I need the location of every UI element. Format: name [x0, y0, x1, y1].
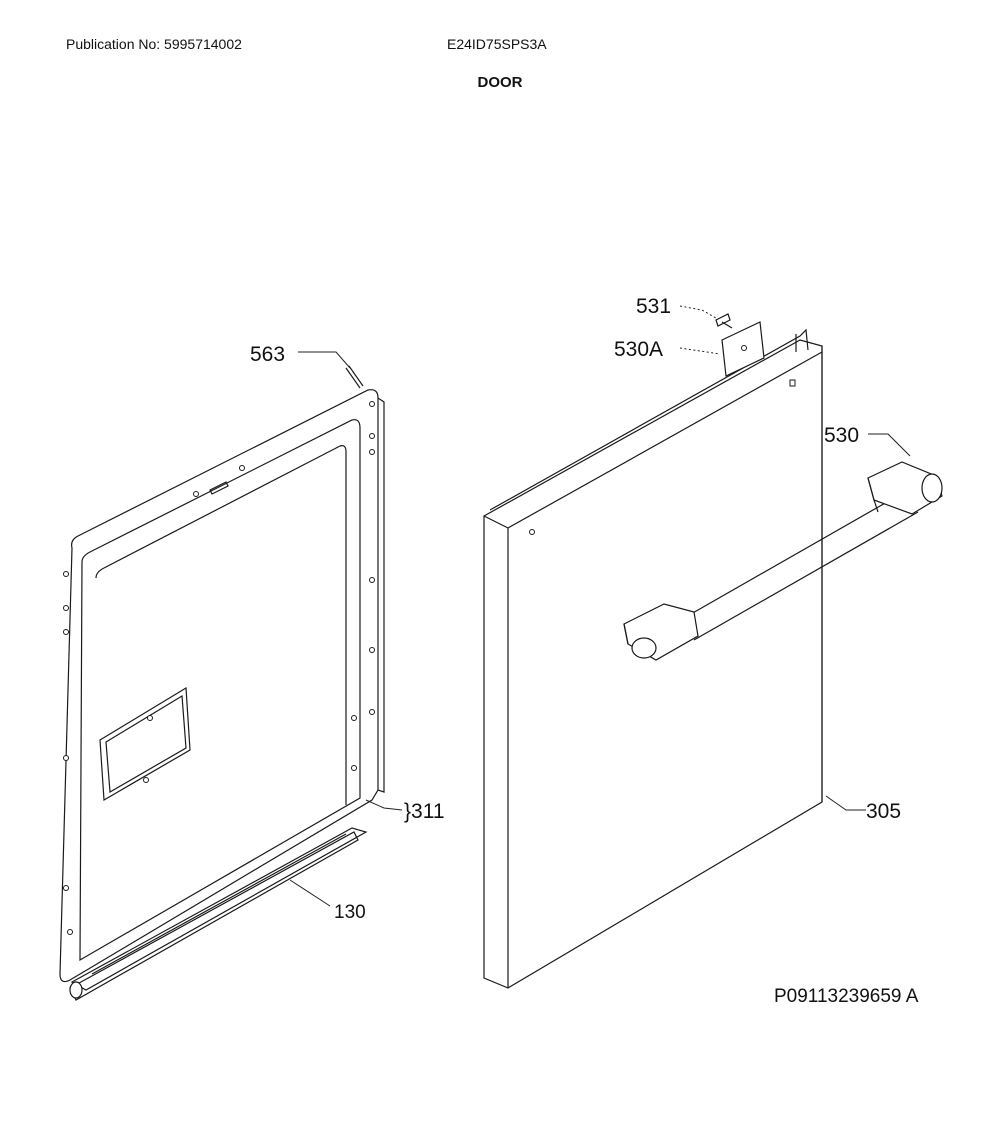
screw [715, 313, 733, 329]
callout-563: 563 [250, 343, 285, 366]
outer-door-panel [483, 328, 823, 989]
callout-530a: 530A [614, 338, 663, 361]
diagram-code: P09113239659 A [774, 986, 919, 1007]
leader-130 [289, 879, 331, 907]
door-handle [623, 461, 943, 661]
inner-door-panel [59, 389, 385, 983]
clip-563 [345, 365, 364, 389]
leader-311 [365, 799, 403, 811]
leader-305 [825, 795, 866, 811]
callout-530: 530 [824, 424, 859, 447]
callout-305: 305 [866, 800, 901, 823]
leader-563 [298, 351, 351, 369]
publication-number: Publication No: 5995714002 [66, 36, 242, 52]
page-title: DOOR [477, 74, 523, 91]
callout-311: }311 [404, 800, 445, 823]
leader-530 [868, 433, 911, 457]
door-seal-strip [69, 827, 368, 1001]
callout-531: 531 [636, 295, 671, 318]
leader-530a [679, 347, 721, 355]
mounting-plate [721, 321, 765, 377]
model-number: E24ID75SPS3A [447, 36, 547, 52]
callout-130: 130 [334, 902, 366, 923]
leader-531 [679, 305, 717, 319]
